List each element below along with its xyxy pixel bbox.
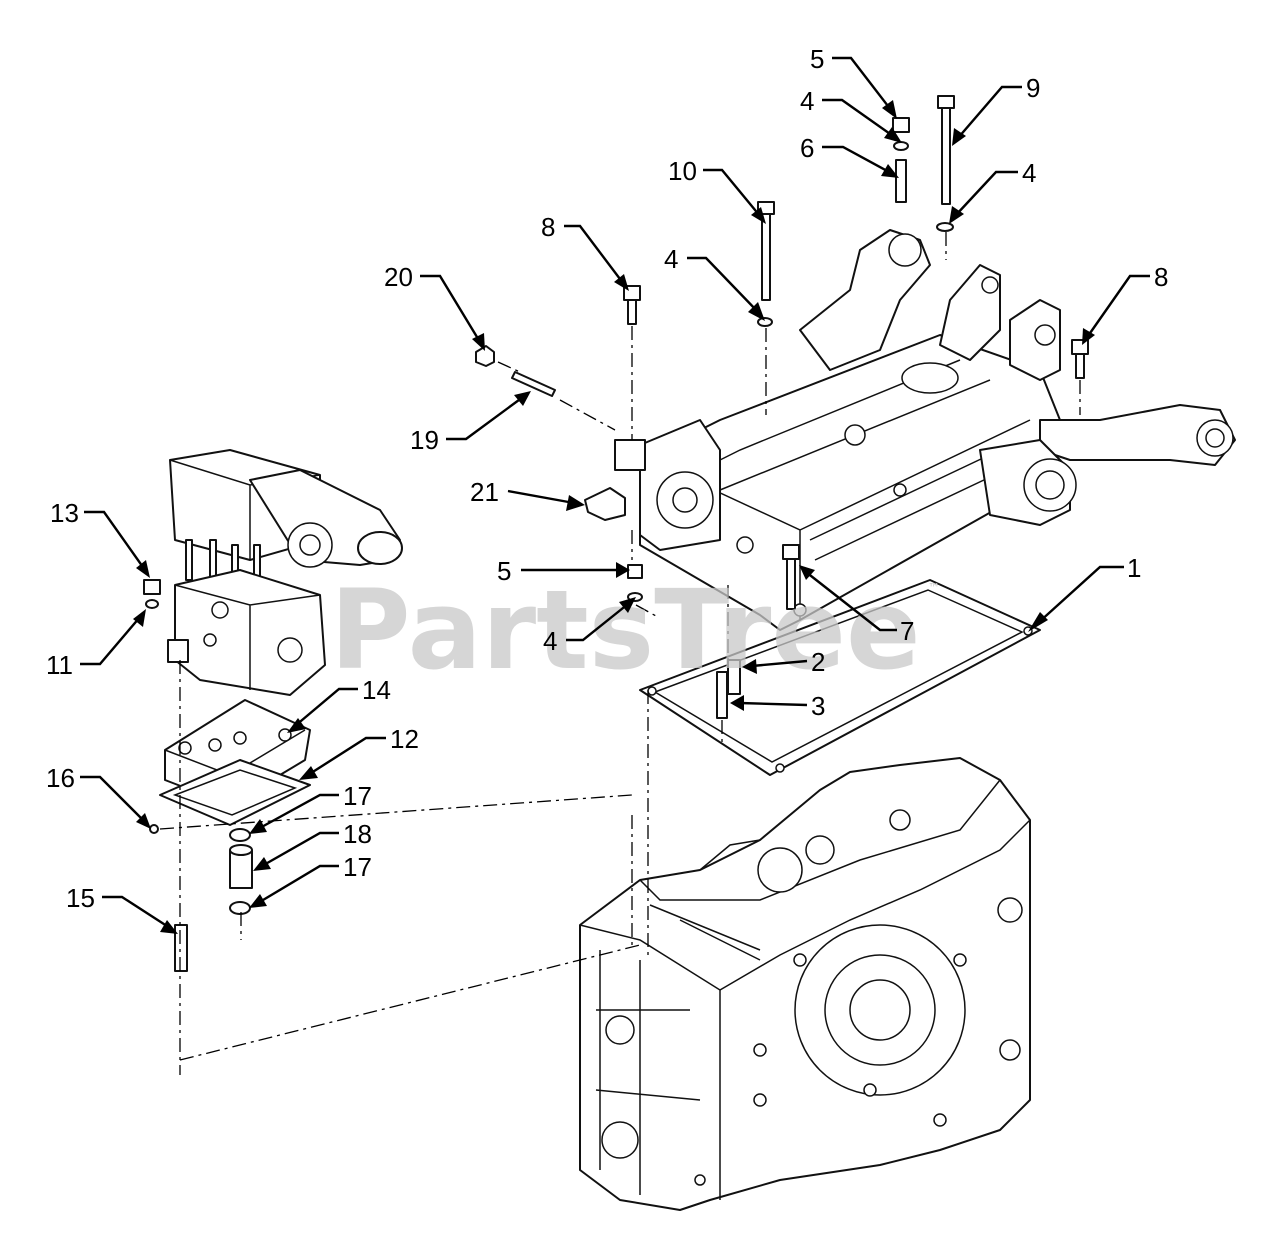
stud-6	[895, 159, 907, 203]
bolt-long-9	[937, 95, 955, 205]
bolt-7	[782, 544, 800, 610]
callout-20: 20	[384, 262, 413, 292]
callout-17b: 17	[343, 852, 372, 882]
callout-2: 2	[811, 647, 825, 677]
nut-20	[475, 345, 495, 367]
alignment-lines	[159, 232, 1081, 1075]
callout-4c: 4	[664, 244, 678, 274]
callout-15: 15	[66, 883, 95, 913]
callout-1: 1	[1127, 553, 1141, 583]
callout-17a: 17	[343, 781, 372, 811]
callout-21: 21	[470, 477, 499, 507]
stud-19	[511, 371, 556, 397]
callout-9: 9	[1026, 73, 1040, 103]
callout-18: 18	[343, 819, 372, 849]
gasket-12	[159, 759, 311, 826]
nut-5-mid	[627, 564, 643, 579]
callout-5b: 5	[497, 556, 511, 586]
callout-7: 7	[900, 616, 914, 646]
callout-4a: 4	[800, 86, 814, 116]
callout-leaders	[80, 56, 1150, 934]
callout-6: 6	[800, 133, 814, 163]
callout-11: 11	[46, 650, 73, 680]
washer-11	[145, 599, 159, 609]
watermark-mark: ™	[928, 581, 940, 595]
callout-8b: 8	[1154, 262, 1168, 292]
callout-4d: 4	[543, 626, 557, 656]
callout-14: 14	[362, 675, 391, 705]
plug-16	[149, 824, 159, 834]
callout-3: 3	[811, 691, 825, 721]
gasket	[639, 579, 1041, 776]
lift-cover-assembly	[614, 229, 1236, 631]
callout-10: 10	[668, 156, 697, 186]
callout-19: 19	[410, 425, 439, 455]
control-valve-assembly	[167, 449, 403, 696]
fitting-21	[584, 487, 626, 521]
callout-13: 13	[50, 498, 79, 528]
callout-12: 12	[390, 724, 419, 754]
bolt-13	[143, 579, 161, 595]
watermark: PartsTree ™	[330, 566, 940, 694]
watermark-text: PartsTree	[330, 566, 921, 694]
bolt-8-left	[623, 285, 641, 325]
orings-17	[229, 828, 251, 915]
nut-5-top	[892, 117, 910, 133]
callout-16: 16	[46, 763, 75, 793]
callout-labels: 1 2 3 4 4 4 4 5 5 6 7 8 8 9 10 11 12 13 …	[46, 44, 1168, 913]
stud-15	[174, 924, 188, 972]
callout-4b: 4	[1022, 158, 1036, 188]
callout-8a: 8	[541, 212, 555, 242]
callout-5a: 5	[810, 44, 824, 74]
stud-3	[716, 671, 728, 719]
washers-4	[627, 141, 954, 602]
bolt-8-right	[1071, 339, 1089, 379]
coupler-18	[229, 844, 253, 889]
transmission-housing	[579, 757, 1031, 1211]
